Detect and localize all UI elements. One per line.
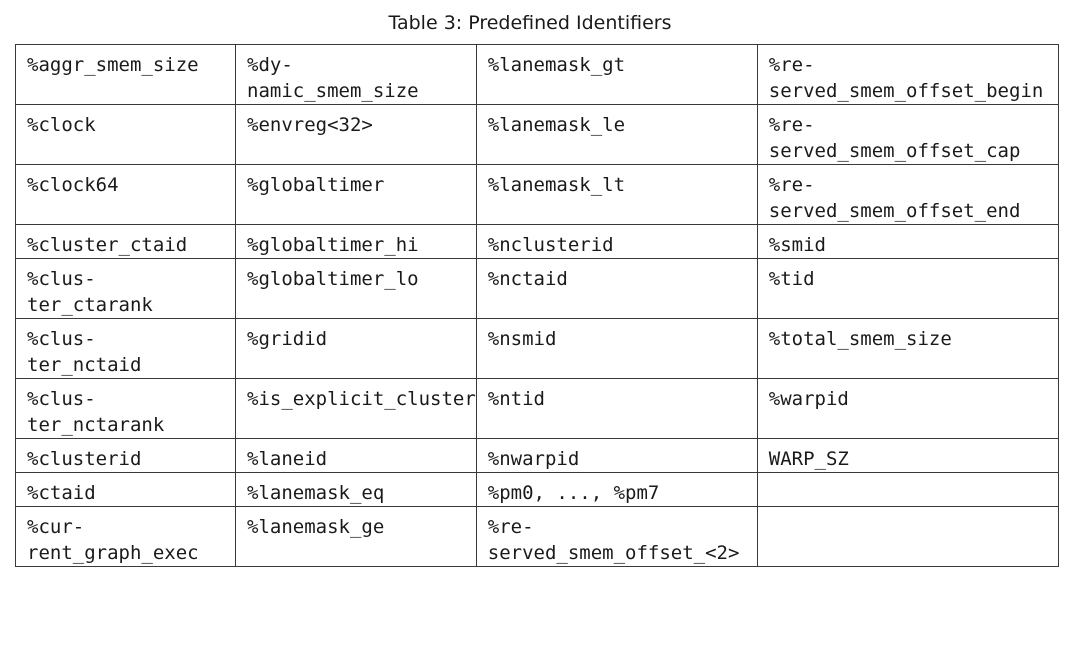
table-cell: %globaltimer_lo xyxy=(235,258,477,319)
table-cell: %ctaid xyxy=(15,472,236,507)
table-row: %clock64 %globaltimer %lanemask_lt %re- … xyxy=(15,164,1059,225)
table-row: %clusterid %laneid %nwarpid WARP_SZ xyxy=(15,438,1059,473)
table-cell: %nsmid xyxy=(475,318,758,379)
table-cell: %clus- ter_nctarank xyxy=(15,378,236,439)
table-cell: %gridid xyxy=(235,318,477,379)
table-cell: %re- served_smem_offset_end xyxy=(756,164,1059,225)
table-cell: %nclusterid xyxy=(475,224,758,259)
table-cell: %ntid xyxy=(475,378,758,439)
table-row: %cluster_ctaid %globaltimer_hi %ncluster… xyxy=(15,224,1059,259)
table-cell: %re- served_smem_offset_cap xyxy=(756,104,1059,165)
table-cell: %lanemask_ge xyxy=(235,506,477,567)
table-cell: %re- served_smem_offset_<2> xyxy=(475,506,758,567)
table-row: %clus- ter_ctarank %globaltimer_lo %ncta… xyxy=(15,258,1059,319)
table-cell: %lanemask_le xyxy=(475,104,758,165)
table-row: %ctaid %lanemask_eq %pm0, ..., %pm7 xyxy=(15,472,1059,507)
table-cell: %re- served_smem_offset_begin xyxy=(756,44,1059,105)
table-cell: %warpid xyxy=(756,378,1059,439)
table-cell: %globaltimer_hi xyxy=(235,224,477,259)
table-cell: %clus- ter_nctaid xyxy=(15,318,236,379)
table-cell: %clusterid xyxy=(15,438,236,473)
table-row: %clus- ter_nctarank %is_explicit_cluster… xyxy=(15,378,1059,439)
table-cell: %lanemask_lt xyxy=(475,164,758,225)
table-cell: %smid xyxy=(756,224,1059,259)
table-cell xyxy=(756,506,1059,567)
table-cell: %tid xyxy=(756,258,1059,319)
table-row: %clus- ter_nctaid %gridid %nsmid %total_… xyxy=(15,318,1059,379)
table-caption: Table 3: Predefined Identifiers xyxy=(388,12,672,34)
table-cell: %nctaid xyxy=(475,258,758,319)
table-cell: %aggr_smem_size xyxy=(15,44,236,105)
table-cell: %laneid xyxy=(235,438,477,473)
table-cell: %clock64 xyxy=(15,164,236,225)
table-cell: WARP_SZ xyxy=(756,438,1059,473)
table-row: %clock %envreg<32> %lanemask_le %re- ser… xyxy=(15,104,1059,165)
table-cell: %cur- rent_graph_exec xyxy=(15,506,236,567)
table-cell: %clock xyxy=(15,104,236,165)
table-cell: %envreg<32> xyxy=(235,104,477,165)
table-cell: %globaltimer xyxy=(235,164,477,225)
table-row: %cur- rent_graph_exec %lanemask_ge %re- … xyxy=(15,506,1059,567)
table-row: %aggr_smem_size %dy- namic_smem_size %la… xyxy=(15,44,1059,105)
table-cell: %lanemask_gt xyxy=(475,44,758,105)
table-cell: %pm0, ..., %pm7 xyxy=(475,472,758,507)
table-cell: %dy- namic_smem_size xyxy=(235,44,477,105)
table-cell: %nwarpid xyxy=(475,438,758,473)
table-cell xyxy=(756,472,1059,507)
predefined-identifiers-table: %aggr_smem_size %dy- namic_smem_size %la… xyxy=(15,44,1059,567)
table-cell: %total_smem_size xyxy=(756,318,1059,379)
table-cell: %lanemask_eq xyxy=(235,472,477,507)
table-cell: %clus- ter_ctarank xyxy=(15,258,236,319)
table-cell: %cluster_ctaid xyxy=(15,224,236,259)
table-cell: %is_explicit_cluster xyxy=(235,378,477,439)
